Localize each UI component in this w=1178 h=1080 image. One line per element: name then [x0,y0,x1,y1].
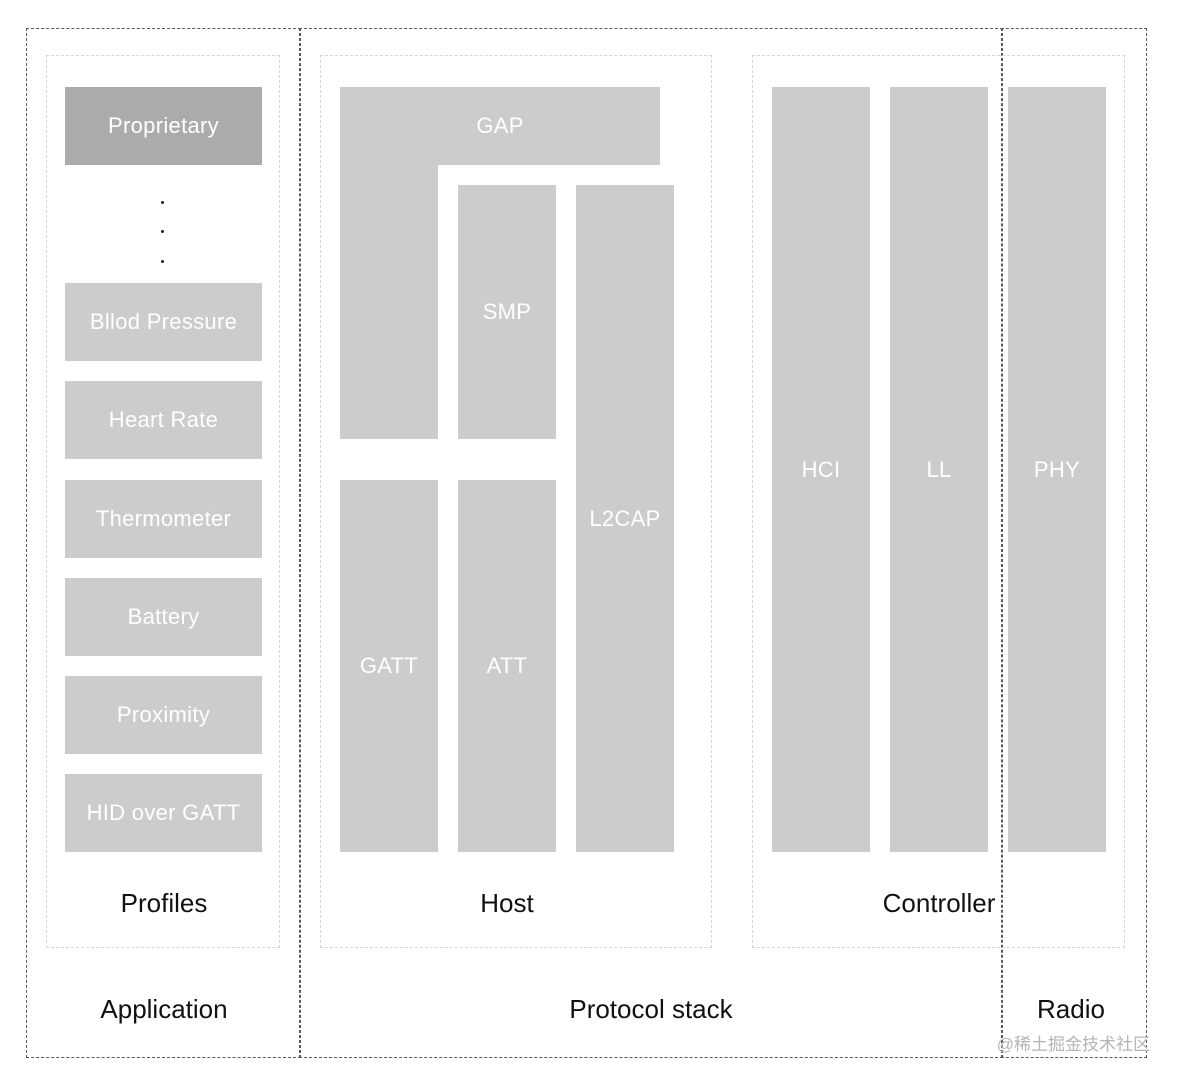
ellipsis-dot [161,230,164,233]
host-group [320,55,712,948]
protocol-stack-region [299,28,1003,1058]
smp-block: SMP [458,185,556,439]
application-region [26,28,301,1058]
radio-region [1001,28,1147,1058]
phy-block: PHY [1008,87,1106,852]
thermometer-block: Thermometer [65,480,262,558]
battery-block: Battery [65,578,262,656]
hid-over-gatt-block: HID over GATT [65,774,262,852]
blood-pressure-block: Bllod Pressure [65,283,262,361]
hci-block: HCI [772,87,870,852]
controller-label: Controller [882,888,996,918]
proximity-block: Proximity [65,676,262,754]
heart-rate-block: Heart Rate [65,381,262,459]
l2cap-block: L2CAP [576,185,674,852]
profiles-group [46,55,280,948]
host-label: Host [480,888,534,918]
ellipsis-dot [161,260,164,263]
ellipsis-dot [161,201,164,204]
gatt-block: GATT [340,480,438,852]
controller-group [752,55,1125,948]
protocol-stack-label: Protocol stack [569,994,733,1024]
gap-block: GAP [340,87,660,165]
radio-label: Radio [1037,994,1105,1024]
profiles-label: Profiles [120,888,208,918]
ll-block: LL [890,87,988,852]
application-label: Application [100,994,228,1024]
att-block: ATT [458,480,556,852]
watermark: @稀土掘金技术社区 [996,1035,1150,1054]
proprietary-block: Proprietary [65,87,262,165]
